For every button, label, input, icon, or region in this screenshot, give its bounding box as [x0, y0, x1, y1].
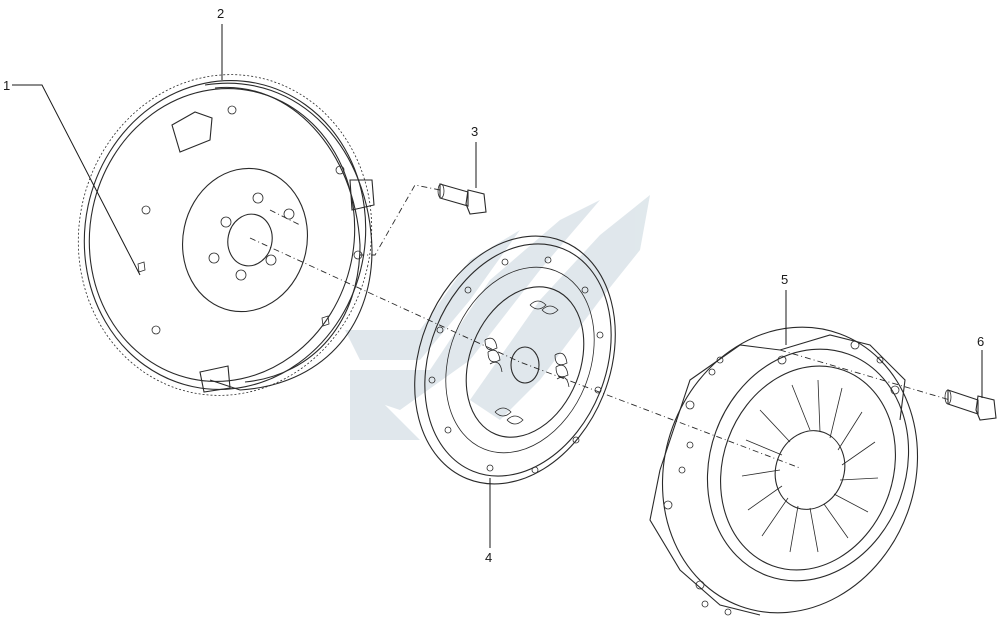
callout-6: 6: [977, 334, 984, 349]
flywheel-bolt: [437, 183, 487, 215]
pressure-plate-bolt: [944, 389, 997, 421]
callout-1: 1: [3, 78, 10, 93]
alignment-axes: [249, 184, 951, 469]
pressure-plate: [649, 326, 919, 616]
callout-2: 2: [217, 6, 224, 21]
callout-5: 5: [781, 272, 788, 287]
watermark-logo: [345, 195, 650, 440]
leader-lines: [12, 24, 983, 548]
callout-4: 4: [485, 550, 492, 565]
callout-3: 3: [471, 124, 478, 139]
flywheel: [77, 74, 375, 396]
